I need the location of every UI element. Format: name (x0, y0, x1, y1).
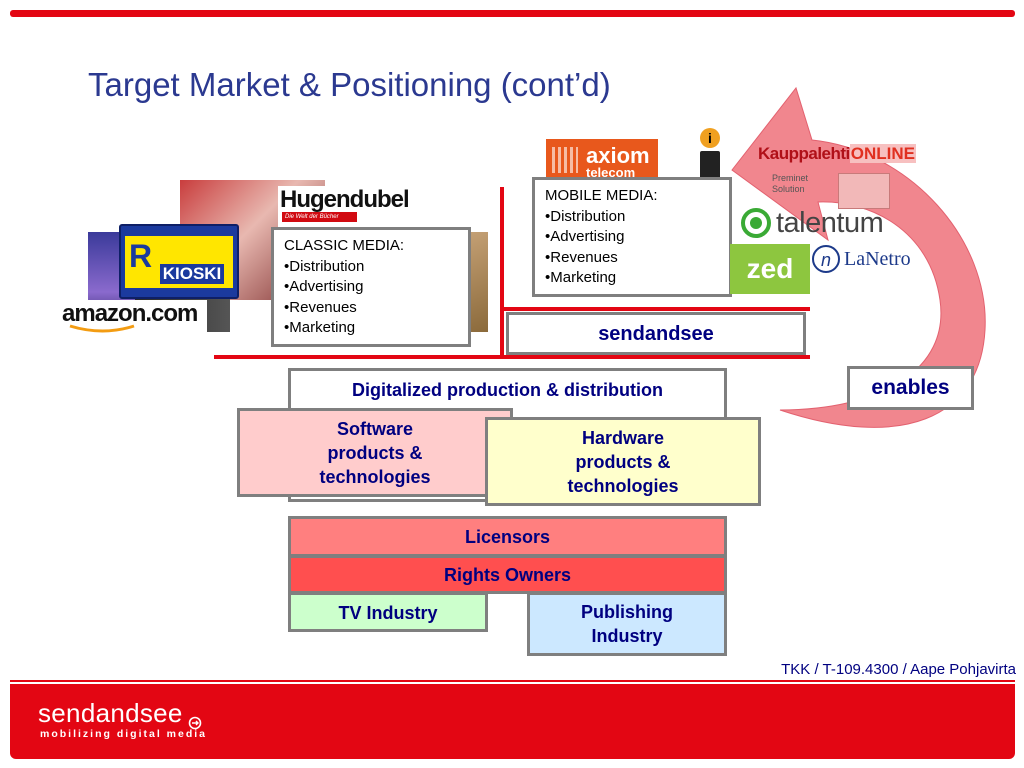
slide-title: Target Market & Positioning (cont’d) (88, 66, 611, 103)
axiom-wordmark: axiom (586, 143, 650, 168)
sendandsee-box: sendandsee (506, 312, 806, 355)
tv-industry-label: TV Industry (338, 603, 438, 623)
publishing-industry-box: Publishing Industry (527, 592, 727, 656)
zed-logo: zed (730, 244, 810, 294)
tv-industry-box: TV Industry (288, 592, 488, 632)
lanetro-wordmark: LaNetro (844, 247, 911, 270)
footer-brand-logo: sendandsee (38, 698, 204, 730)
classic-media-item: Marketing (284, 318, 458, 339)
mobile-media-heading: MOBILE MEDIA: (545, 187, 658, 204)
classic-media-box: CLASSIC MEDIA: Distribution Advertising … (271, 227, 471, 347)
divider-line-vertical (500, 187, 504, 359)
brand-arrow-icon (188, 716, 202, 730)
divider-line-horizontal-right (500, 355, 810, 359)
amazon-wordmark: amazon.com (62, 300, 198, 327)
hugendubel-tagline: Die Welt der Bücher (282, 212, 357, 222)
talentum-wordmark: talentum (776, 206, 884, 239)
licensors-box: Licensors (288, 516, 727, 557)
zed-wordmark: zed (746, 253, 794, 284)
rights-owners-box: Rights Owners (288, 555, 727, 594)
axiom-telecom-logo: axiom telecom (546, 139, 658, 179)
software-products-box: Software products & technologies (237, 408, 513, 497)
amazon-logo: amazon.com (62, 300, 207, 334)
kauppalehti-online-logo: KauppalehtiONLINE (758, 144, 917, 170)
digitalized-label: Digitalized production & distribution (352, 380, 663, 400)
info-circle-icon: i (700, 128, 720, 148)
info-wordmark-vertical (700, 151, 720, 181)
mobile-media-box: MOBILE MEDIA: Distribution Advertising R… (532, 177, 732, 297)
divider-line-horizontal-upper (500, 307, 810, 311)
footer-credit: TKK / T-109.4300 / Aape Pohjavirta (781, 661, 1016, 678)
footer-thin-line (10, 680, 1015, 682)
curved-arrow-graphic (731, 86, 986, 428)
r-kioski-wordmark: KIOSKI (159, 263, 225, 284)
classic-media-item: Advertising (284, 277, 458, 298)
lanetro-n-icon: n (812, 245, 840, 273)
top-accent-bar (10, 10, 1015, 17)
classic-media-item: Revenues (284, 298, 458, 319)
divider-line-horizontal-left (214, 355, 504, 359)
kauppalehti-online: ONLINE (849, 144, 917, 163)
hardware-products-box: Hardware products & technologies (485, 417, 761, 506)
preminet-screenshot (838, 173, 890, 209)
axiom-sub: telecom (586, 165, 636, 179)
talentum-logo: talentum (740, 205, 920, 241)
preminet-text: Preminet Solution (772, 173, 809, 194)
mobile-media-item: Advertising (545, 227, 719, 248)
mobile-media-item: Marketing (545, 268, 719, 289)
axiom-mark-icon (552, 147, 578, 173)
enables-box: enables (847, 366, 974, 410)
classic-media-item: Distribution (284, 257, 458, 278)
mobile-media-item: Revenues (545, 248, 719, 269)
r-kioski-logo: R KIOSKI (119, 224, 239, 299)
hugendubel-logo: Hugendubel Die Welt der Bücher (278, 186, 423, 234)
info-logo: i (700, 128, 724, 184)
mobile-media-item: Distribution (545, 207, 719, 228)
r-kioski-sign: R KIOSKI (123, 233, 235, 290)
footer-band (10, 684, 1015, 759)
amazon-smile-icon (69, 324, 135, 333)
hugendubel-wordmark: Hugendubel (280, 186, 410, 213)
lanetro-logo: n LaNetro (812, 243, 922, 275)
footer-tagline: mobilizing digital media (40, 728, 208, 740)
preminet-logo: Preminet Solution (772, 173, 890, 209)
talentum-mark-icon (741, 208, 771, 238)
classic-media-heading: CLASSIC MEDIA: (284, 237, 405, 254)
kauppalehti-wordmark: Kauppalehti (758, 144, 850, 163)
footer-brand-wordmark: sendandsee (38, 698, 183, 728)
